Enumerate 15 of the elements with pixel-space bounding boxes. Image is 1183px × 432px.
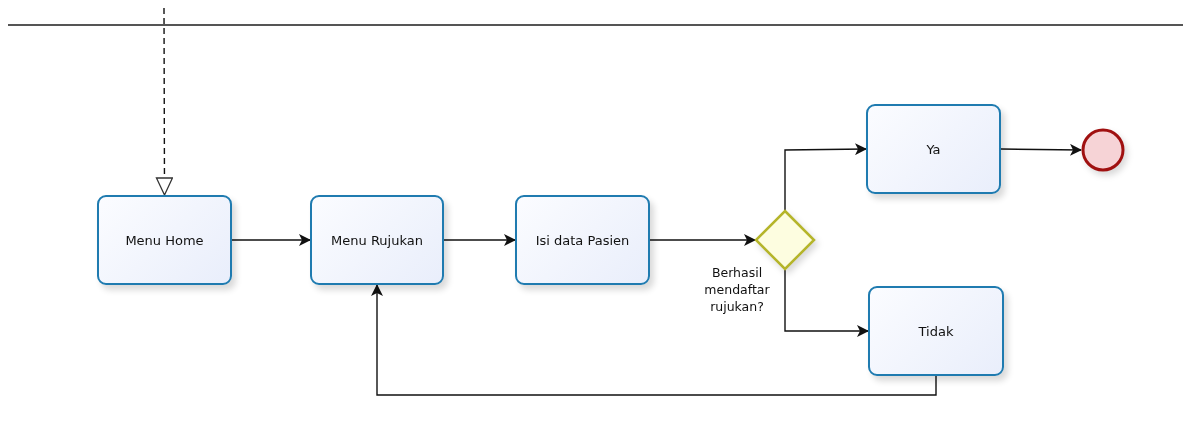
sequence-arrow — [155, 7, 174, 196]
task-box: Menu Home — [97, 195, 232, 285]
task-box: Isi data Pasien — [515, 195, 650, 285]
sequence-arrow — [231, 234, 311, 246]
task-box: Menu Rujukan — [310, 195, 444, 285]
sequence-arrow — [443, 234, 516, 246]
task-box: Tidak — [868, 286, 1004, 376]
gateway-label: Berhasil mendaftar rujukan? — [703, 265, 771, 316]
end-event-circle — [1081, 128, 1125, 172]
sequence-arrow — [1000, 143, 1082, 156]
sequence-arrow — [649, 234, 756, 246]
sequence-arrow — [784, 269, 869, 337]
task-box: Ya — [866, 104, 1001, 194]
sequence-arrow — [784, 143, 867, 211]
sequence-arrow — [371, 284, 937, 396]
